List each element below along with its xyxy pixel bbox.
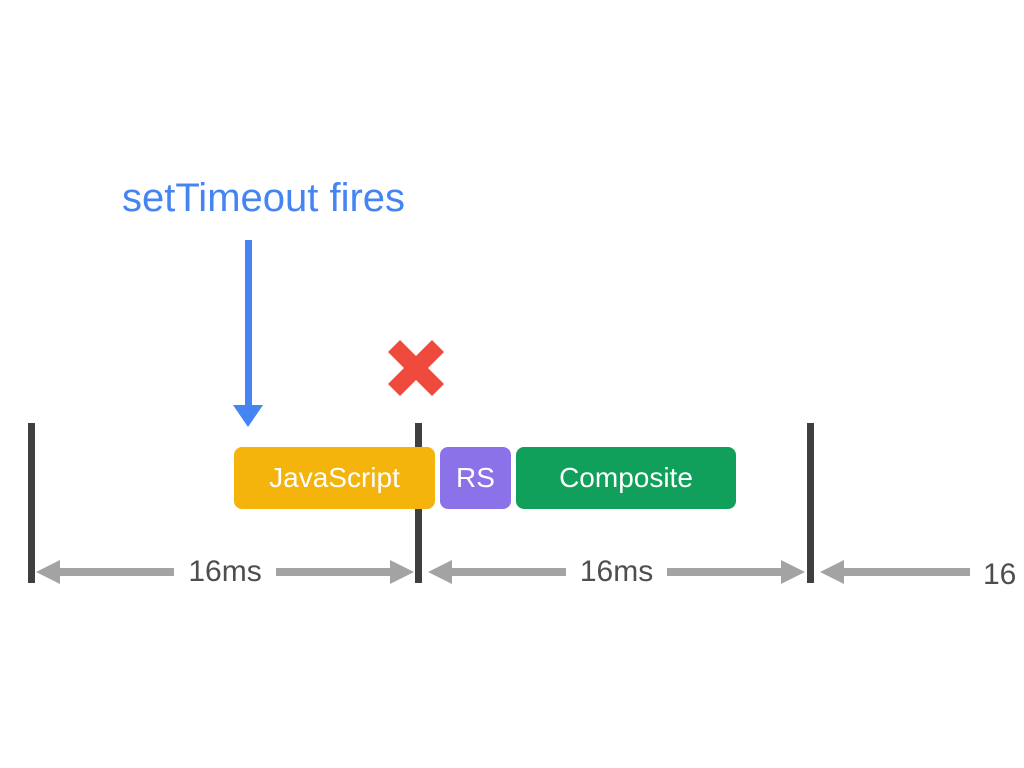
frame-interval-arrow: 16	[820, 560, 1024, 590]
arrowhead-left-icon	[36, 560, 60, 584]
down-arrow-head	[233, 405, 263, 427]
interval-line	[275, 568, 391, 576]
task-composite: Composite	[516, 447, 736, 509]
task-javascript: JavaScript	[234, 447, 435, 509]
interval-line	[452, 568, 566, 576]
interval-line	[60, 568, 175, 576]
task-javascript-label: JavaScript	[269, 462, 400, 493]
frame-boundary	[807, 423, 814, 583]
frame-boundary	[28, 423, 35, 583]
interval-label: 16ms	[188, 555, 262, 588]
frame-interval-arrow: 16ms	[428, 555, 806, 588]
interval-line	[844, 568, 970, 576]
task-composite-label: Composite	[559, 462, 693, 493]
x-mark-icon	[381, 333, 451, 403]
task-rs: RS	[440, 447, 511, 509]
interval-label: 16	[983, 558, 1017, 591]
arrowhead-right-icon	[390, 560, 415, 584]
arrowhead-left-icon	[428, 560, 452, 584]
down-arrow-shaft	[245, 240, 252, 406]
arrowhead-left-icon	[820, 560, 844, 584]
settimeout-fires-label: setTimeout fires	[122, 176, 406, 220]
interval-line	[667, 568, 782, 576]
arrowhead-right-icon	[781, 560, 806, 584]
frame-interval-arrow: 16ms	[36, 555, 415, 588]
interval-label: 16ms	[579, 555, 654, 588]
task-rs-label: RS	[456, 462, 495, 493]
